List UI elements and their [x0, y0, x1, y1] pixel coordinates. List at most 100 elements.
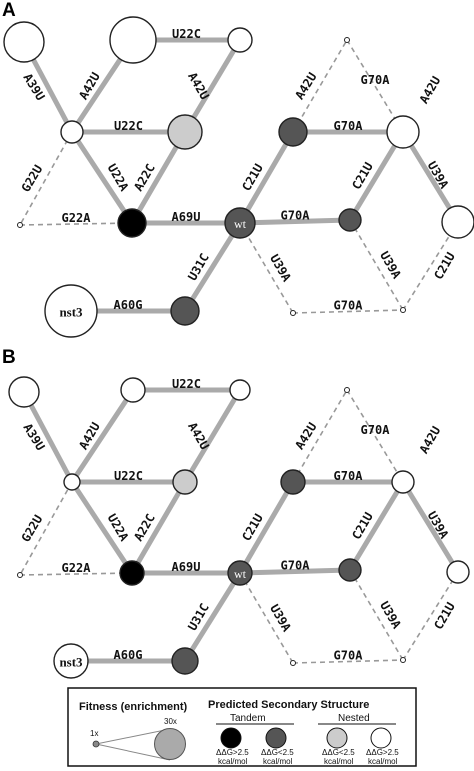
legend-nested-high-unit: kcal/mol — [368, 757, 398, 766]
junction-point — [344, 387, 350, 393]
variant-node — [60, 120, 84, 144]
variant-node — [446, 560, 470, 584]
legend-tandem-high-swatch — [220, 727, 242, 749]
legend-tandem-low-label: ΔΔG<2.5 — [261, 748, 294, 757]
edge-label: U22C — [172, 27, 201, 41]
network-edge — [21, 390, 75, 484]
network-edge — [182, 388, 243, 484]
legend-fitness-max: 30x — [164, 717, 177, 726]
legend-nested-low-swatch — [326, 727, 348, 749]
legend-tandem-high-label: ΔΔG>2.5 — [216, 748, 249, 757]
edge-label: G70A — [361, 73, 391, 87]
network-edge — [237, 130, 296, 225]
network-edge — [69, 388, 136, 484]
edge-label: U39A — [267, 252, 294, 285]
edge-label: U39A — [377, 249, 404, 282]
variant-node — [278, 117, 308, 147]
variant-node — [167, 114, 203, 150]
variant-node — [227, 27, 253, 53]
edge-label: G22U — [19, 513, 46, 545]
junction-point — [344, 37, 350, 43]
variant-node — [172, 469, 198, 495]
variant-node — [280, 469, 306, 495]
variant-node — [53, 643, 89, 679]
junction-point — [400, 307, 406, 313]
legend-nested-high-label: ΔΔG>2.5 — [366, 748, 399, 757]
edge-label: C21U — [431, 600, 458, 632]
variant-node — [386, 115, 420, 149]
variant-node — [229, 379, 251, 401]
legend-cone-top — [95, 728, 171, 745]
network-edge — [69, 130, 135, 225]
network-edge — [400, 480, 461, 574]
edge-label: A42U — [417, 74, 444, 106]
edge-label: G70A — [334, 649, 364, 663]
variant-node — [117, 208, 147, 238]
edge-label: G70A — [281, 209, 311, 223]
network-edge — [182, 571, 243, 663]
panel-letter: A — [2, 0, 16, 21]
legend-nested-low-unit: kcal/mol — [324, 757, 354, 766]
network-edge-dashed — [292, 309, 404, 314]
legend-tandem-low-unit: kcal/mol — [263, 757, 293, 766]
variant-node — [391, 470, 415, 494]
variant-node — [224, 207, 256, 239]
junction-point — [17, 222, 23, 228]
edge-label: G70A — [334, 469, 364, 483]
legend-nested-high-swatch — [370, 727, 392, 749]
edge-label: A42U — [76, 70, 103, 102]
edge-label: A42U — [76, 420, 103, 452]
edge-label: U39A — [377, 599, 404, 632]
legend-tandem-high-unit: kcal/mol — [218, 757, 248, 766]
legend-fitness-title: Fitness (enrichment) — [79, 701, 188, 713]
edge-label: A42U — [417, 424, 444, 456]
panel-letter: B — [2, 347, 16, 368]
legend-structure-title: Predicted Secondary Structure — [208, 699, 369, 711]
edge-label: A60G — [114, 648, 143, 662]
node-label-wt: wt — [234, 567, 247, 581]
junction-point — [17, 572, 23, 578]
legend-tandem-low-swatch — [265, 727, 287, 749]
variant-node — [44, 284, 98, 338]
legend-tandem-heading: Tandem — [230, 713, 266, 724]
network-edge-dashed — [19, 222, 133, 226]
variant-node — [171, 647, 199, 675]
edge-label: G70A — [334, 299, 364, 313]
variant-node — [338, 208, 362, 232]
node-label-wt: wt — [234, 217, 247, 231]
variant-node — [3, 21, 45, 63]
edge-label: G70A — [334, 119, 364, 133]
node-label-nst3: nst3 — [59, 655, 83, 670]
edge-label: U22C — [172, 377, 201, 391]
legend-nested-low-label: ΔΔG<2.5 — [322, 748, 355, 757]
edge-label: U22C — [114, 469, 143, 483]
variant-node — [441, 205, 474, 239]
network-edge — [237, 480, 296, 575]
edge-label: U39A — [267, 602, 294, 635]
junction-point — [400, 657, 406, 663]
legend-fitness-min: 1x — [90, 729, 98, 738]
edge-label: G22A — [62, 561, 92, 575]
network-edge — [69, 480, 135, 575]
edge-label: A42U — [185, 420, 212, 452]
variant-node — [119, 560, 145, 586]
network-edge — [347, 480, 406, 572]
edge-label: A42U — [185, 70, 212, 102]
network-edge — [347, 130, 406, 222]
edge-label: G22A — [62, 211, 92, 225]
legend-fitness-small-circle — [92, 740, 100, 748]
network-edge — [239, 217, 351, 226]
network-edge — [182, 221, 243, 313]
variant-node — [227, 560, 253, 586]
variant-node — [109, 16, 157, 64]
edge-label: G22U — [19, 163, 46, 195]
junction-point — [290, 310, 296, 316]
edge-label: G70A — [281, 559, 311, 573]
network-edge — [182, 38, 243, 134]
junction-point — [290, 660, 296, 666]
edge-label: G70A — [361, 423, 391, 437]
edge-label: A42U — [292, 420, 319, 452]
